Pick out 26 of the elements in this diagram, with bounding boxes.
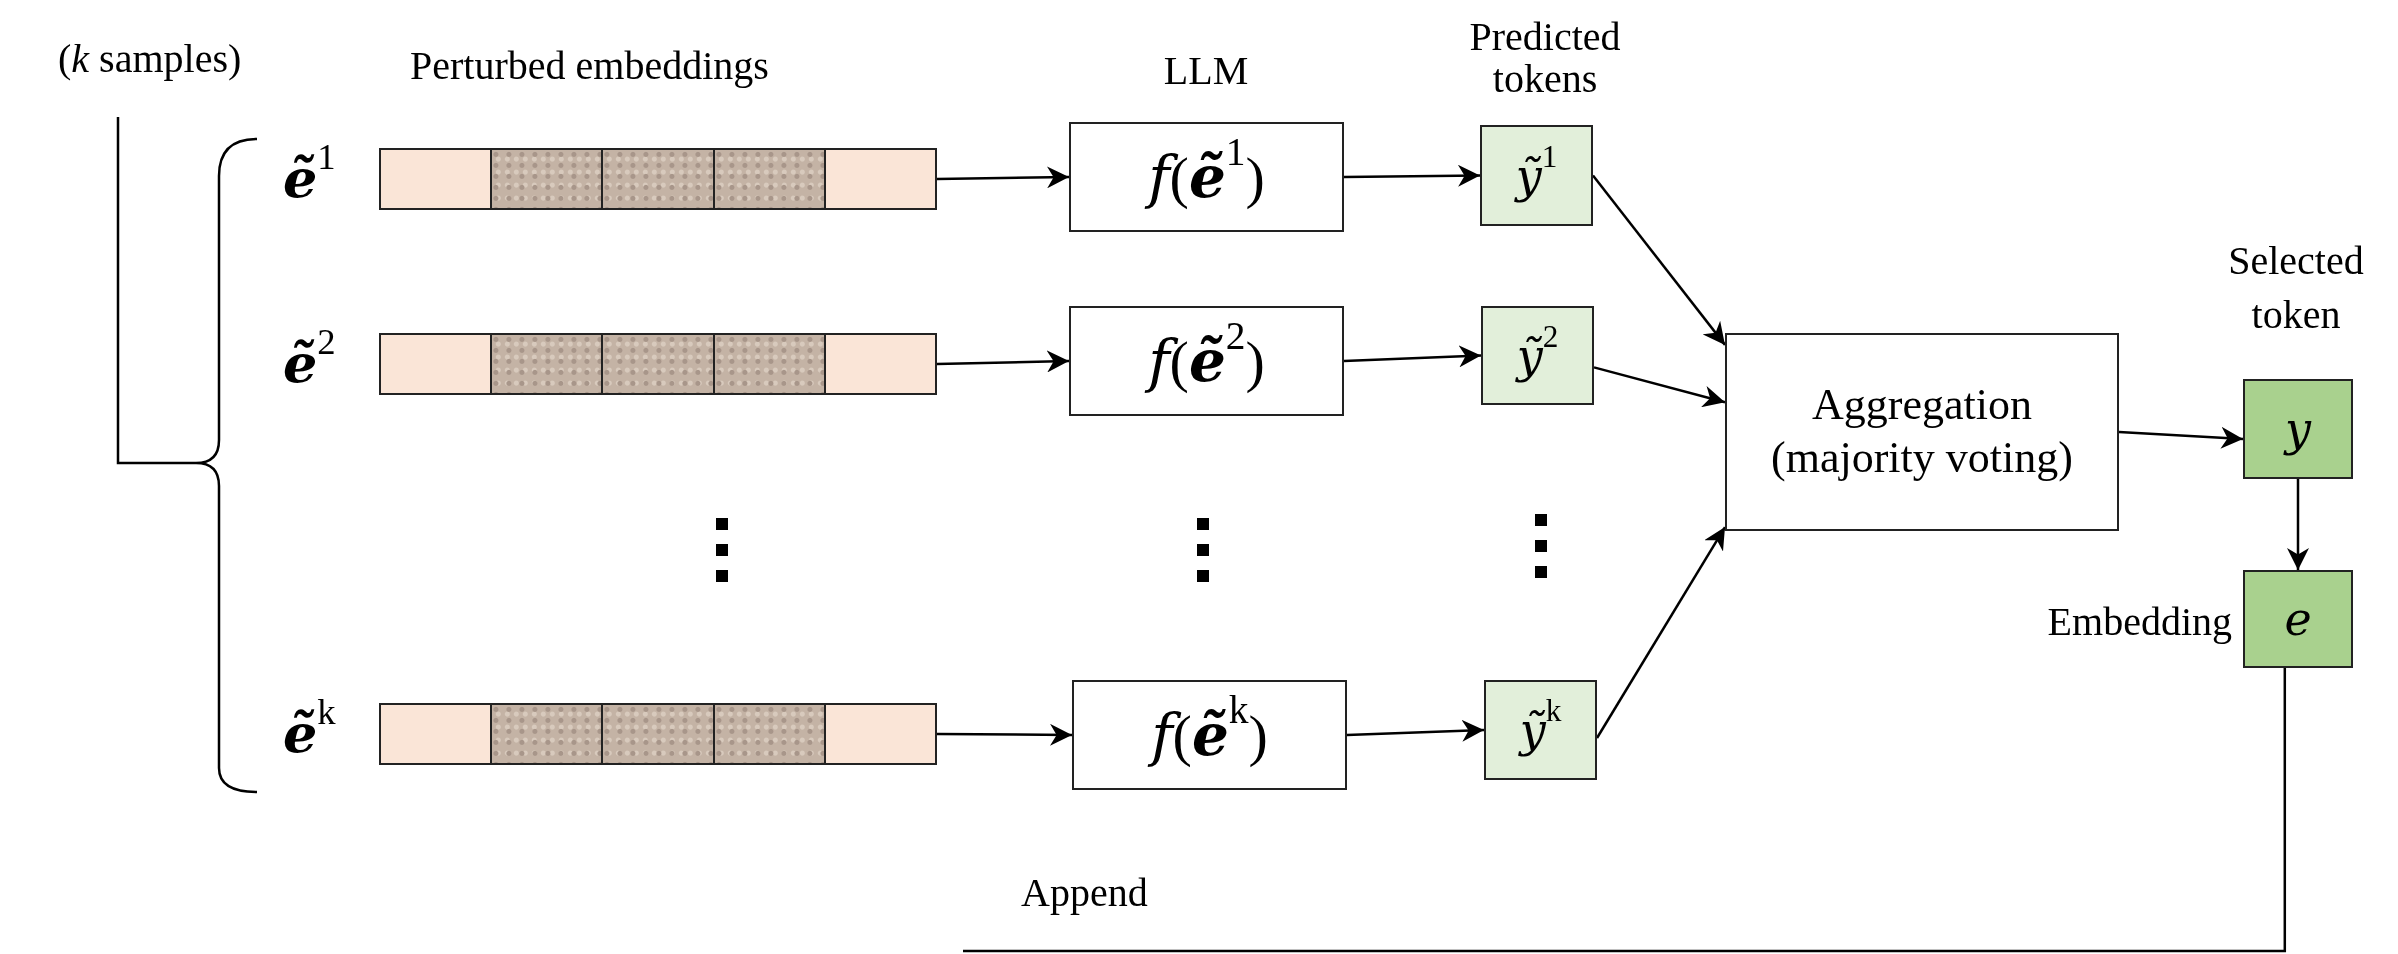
node-caption: Embedding: [2046, 598, 2232, 646]
token-box: y: [2243, 379, 2353, 479]
connector-line: [963, 668, 2287, 953]
column-heading: Perturbed embeddings: [410, 45, 769, 87]
arrow: [2118, 426, 2244, 449]
token-box: ỹ$^{k}$: [1484, 680, 1597, 780]
arrow: [937, 166, 1069, 189]
model-box: f(ẽ$^{2}$): [1069, 306, 1344, 416]
embedding-box: e: [2243, 570, 2353, 668]
model-box: f(ẽ$^{k}$): [1072, 680, 1347, 790]
arrow: [937, 723, 1072, 746]
token-box: ỹ$^{2}$: [1481, 306, 1594, 405]
arrow: [1346, 719, 1485, 742]
arrow: [936, 350, 1070, 373]
arrow: [2287, 479, 2309, 570]
node-caption: Selected token: [2227, 237, 2365, 339]
column-heading: Predicted tokens: [1468, 16, 1622, 100]
model-box: f(ẽ$^{1}$): [1069, 122, 1344, 232]
column-heading: LLM: [1162, 50, 1250, 92]
arrow: [1344, 164, 1480, 187]
arrow: [1593, 366, 1726, 408]
column-heading: (k samples): [58, 38, 242, 80]
token-box: ỹ$^{1}$: [1480, 125, 1593, 226]
process-box: Aggregation (majority voting): [1725, 333, 2119, 531]
arrow: [1343, 345, 1482, 368]
arrow: [1592, 174, 1726, 346]
